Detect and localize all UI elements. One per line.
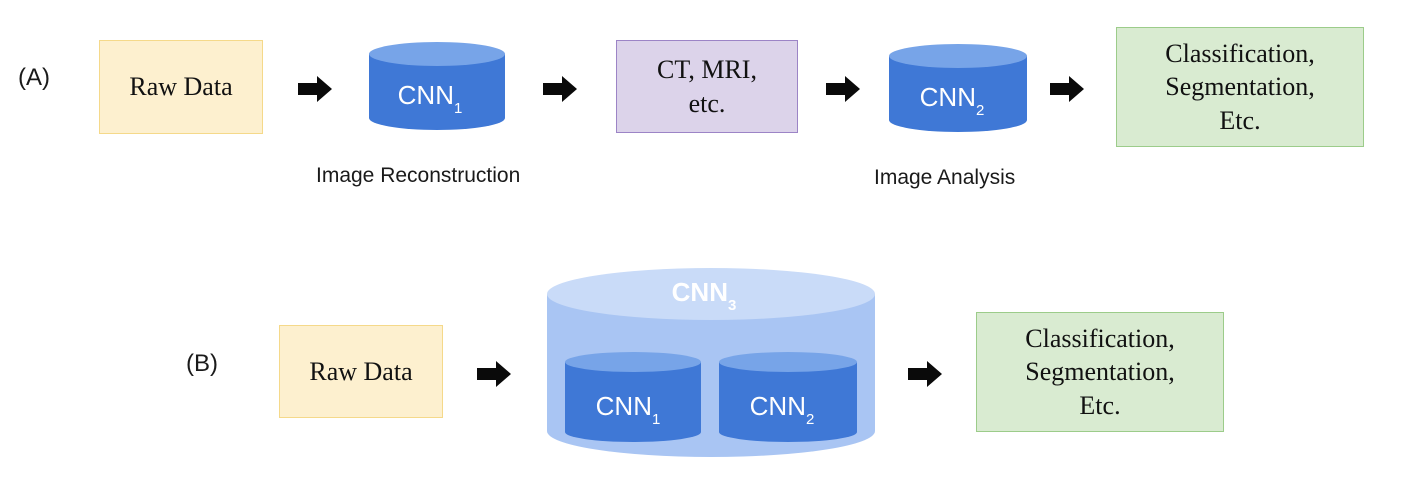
- panel-b-cnn2-name: CNN: [750, 391, 806, 421]
- panel-a-cnn1-sub: 1: [454, 100, 462, 117]
- panel-b-cnn1-sub: 1: [652, 411, 660, 428]
- panel-b-cnn2-sub: 2: [806, 411, 814, 428]
- panel-a-tag: (A): [18, 64, 50, 91]
- panel-b-cnn3-name: CNN: [672, 277, 728, 307]
- panel-b-raw-data-box: Raw Data: [279, 325, 443, 418]
- svg-text:CNN1: CNN1: [398, 80, 463, 117]
- caption-image-reconstruction: Image Reconstruction: [316, 164, 521, 187]
- panel-a-output-line2: Segmentation,: [1165, 72, 1315, 102]
- svg-text:CNN2: CNN2: [920, 82, 985, 119]
- panel-a-ct-mri-box: CT, MRI, etc.: [616, 40, 798, 133]
- panel-a-ct-line2: etc.: [688, 88, 726, 118]
- arrow-icon: [298, 76, 332, 102]
- panel-a-raw-data-box: Raw Data: [99, 40, 263, 134]
- panel-b-cnn3-cylinder: CNN3 CNN1 CNN2: [547, 268, 875, 457]
- panel-b-output-box: Classification, Segmentation, Etc.: [976, 312, 1224, 432]
- panel-a-raw-data-label: Raw Data: [129, 72, 233, 102]
- panel-a-output-line1: Classification,: [1165, 39, 1315, 69]
- panel-b-output-line3: Etc.: [1079, 390, 1121, 420]
- svg-text:CNN2: CNN2: [750, 391, 815, 428]
- panel-a-output-line3: Etc.: [1219, 105, 1261, 135]
- panel-b-tag: (B): [186, 350, 218, 377]
- panel-a-ct-line1: CT, MRI,: [657, 55, 757, 85]
- svg-text:CNN1: CNN1: [596, 391, 661, 428]
- arrow-icon: [826, 76, 860, 102]
- arrow-icon: [908, 361, 942, 387]
- arrow-icon: [543, 76, 577, 102]
- panel-b-output-line2: Segmentation,: [1025, 357, 1175, 387]
- panel-b-inner-cnn1-cylinder: CNN1: [565, 352, 701, 442]
- panel-a-cnn1-name: CNN: [398, 80, 454, 110]
- panel-b-cnn1-name: CNN: [596, 391, 652, 421]
- panel-a-cnn2-sub: 2: [976, 102, 984, 119]
- panel-a-output-box: Classification, Segmentation, Etc.: [1116, 27, 1364, 147]
- panel-b-inner-cnn2-cylinder: CNN2: [719, 352, 857, 442]
- arrow-icon: [1050, 76, 1084, 102]
- panel-a-cnn2-cylinder: CNN2: [889, 44, 1027, 132]
- caption-image-analysis: Image Analysis: [874, 166, 1016, 189]
- svg-text:CNN3: CNN3: [672, 277, 737, 314]
- panel-a-cnn2-name: CNN: [920, 82, 976, 112]
- panel-b-cnn3-sub: 3: [728, 297, 736, 314]
- panel-b-raw-data-label: Raw Data: [309, 356, 413, 386]
- arrow-icon: [477, 361, 511, 387]
- panel-a-cnn1-cylinder: CNN1: [369, 42, 505, 130]
- panel-b-output-line1: Classification,: [1025, 324, 1175, 354]
